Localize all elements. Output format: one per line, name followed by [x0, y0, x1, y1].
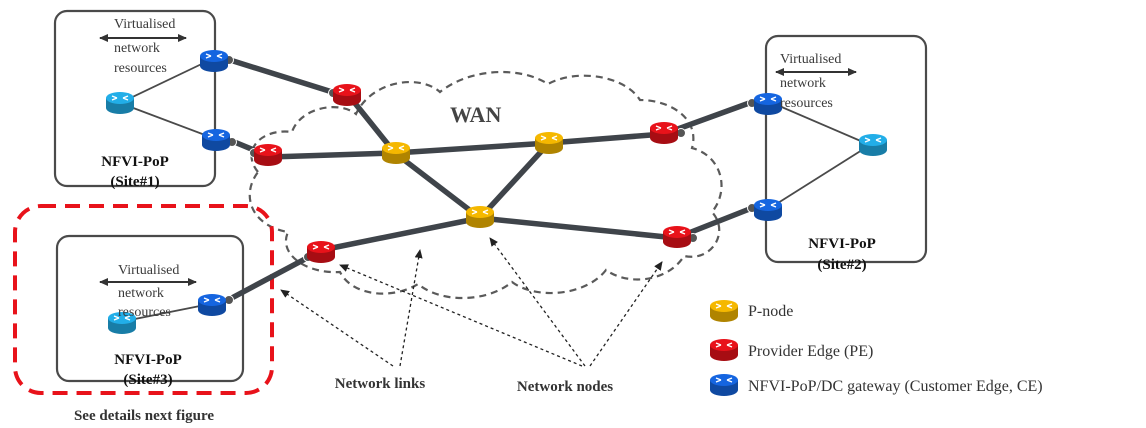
ce-router-icon — [198, 294, 226, 316]
legend-pe-label: Provider Edge (PE) — [748, 343, 873, 360]
ce-router-icon — [754, 93, 782, 115]
dotted-arrow — [339, 264, 583, 367]
site2-title: NFVI-PoP — [808, 236, 876, 252]
backbone-links — [225, 57, 755, 303]
site1-resources-line2: network — [114, 41, 160, 56]
dotted-arrow — [399, 249, 423, 367]
ce-router-icon — [754, 199, 782, 221]
wan-label: WAN — [450, 102, 501, 127]
dotted-arrow — [280, 289, 394, 367]
pe-router-icon — [307, 241, 335, 263]
p-node-router-icon — [535, 132, 563, 154]
link-p3-pe5 — [477, 215, 679, 241]
resource-arrows — [99, 34, 857, 286]
site3-resources-line3: resources — [118, 305, 171, 320]
legend-ce-icon — [710, 374, 738, 396]
network-nodes-label: Network nodes — [517, 379, 613, 395]
site3-resources-line1: Virtualised — [118, 263, 179, 278]
annotation-arrows — [280, 237, 663, 367]
site2-subtitle: (Site#2) — [817, 257, 866, 273]
legend-pe-icon — [710, 339, 738, 361]
port-dots — [224, 55, 757, 305]
pe-router-icon — [650, 122, 678, 144]
pe-router-icon — [333, 84, 361, 106]
site3-subtitle: (Site#3) — [123, 372, 172, 388]
legend: P-node Provider Edge (PE) NFVI-PoP/DC ga… — [710, 300, 1043, 396]
site1-subtitle: (Site#1) — [110, 174, 159, 190]
ce-router-icon — [202, 129, 230, 151]
p-node-router-icon — [382, 142, 410, 164]
ce-router-icon — [200, 50, 228, 72]
site2-box — [764, 34, 928, 264]
pe-router-icon — [663, 226, 691, 248]
site2-resources-line2: network — [780, 76, 826, 91]
site3-resources-line2: network — [118, 286, 164, 301]
legend-p-node-icon — [710, 300, 738, 322]
link-p2-pe3 — [546, 131, 667, 146]
site2-resources-line1: Virtualised — [780, 52, 841, 67]
site3-title: NFVI-PoP — [114, 352, 182, 368]
legend-ce-label: NFVI-PoP/DC gateway (Customer Edge, CE) — [748, 378, 1043, 395]
see-details-label: See details next figure — [74, 408, 214, 424]
site2-resources-line3: resources — [780, 96, 833, 111]
network-links-label: Network links — [335, 376, 426, 392]
wan-cloud — [248, 70, 723, 300]
site1-resources-line3: resources — [114, 61, 167, 76]
link-p1-p2 — [392, 140, 552, 156]
host-router-icon — [106, 92, 134, 114]
site3-box — [55, 234, 245, 383]
host-router-icon — [108, 312, 136, 334]
link-p3-pe4 — [319, 215, 483, 253]
host-router-icon — [859, 134, 887, 156]
link-p2-p3 — [477, 140, 552, 221]
p-node-router-icon — [466, 206, 494, 228]
internal-links — [119, 59, 871, 323]
site1-title: NFVI-PoP — [101, 154, 169, 170]
pe-router-icon — [254, 144, 282, 166]
dotted-arrow — [489, 237, 586, 367]
site3-highlight — [13, 204, 274, 395]
router-nodes — [106, 50, 887, 334]
link-p1-p3 — [392, 150, 483, 221]
site1-resources-line1: Virtualised — [114, 17, 175, 32]
link-pe2-p1 — [267, 150, 398, 160]
legend-p-node-label: P-node — [748, 303, 793, 320]
link-ce1-pe1 — [227, 57, 348, 99]
